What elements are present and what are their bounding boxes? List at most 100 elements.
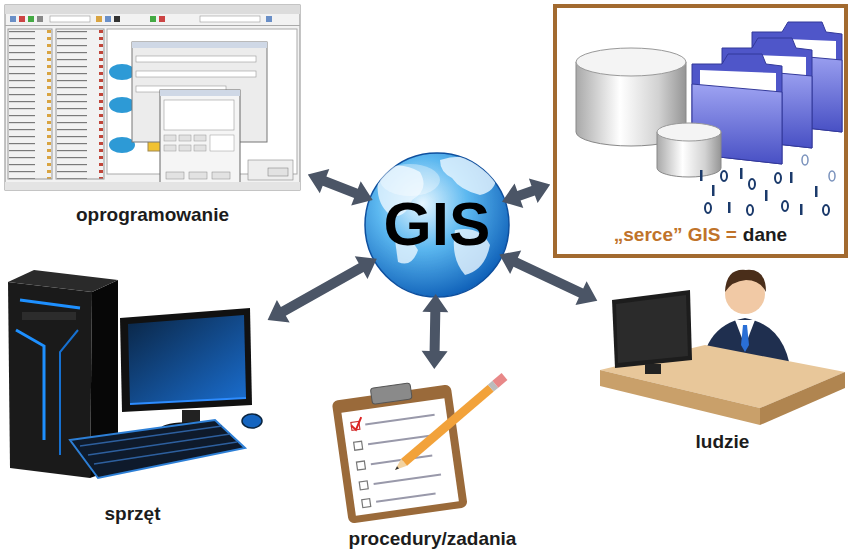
data-icons-part-part bbox=[728, 202, 731, 213]
data-icons-part-part bbox=[765, 190, 768, 201]
people-node: ludzie bbox=[600, 265, 845, 455]
person-illustration-part bbox=[741, 325, 749, 352]
software-screenshot-part bbox=[132, 42, 267, 48]
caption-row: „serce” GIS =dane bbox=[614, 224, 787, 248]
software-screenshot-part bbox=[37, 16, 43, 22]
data-icons-part-part bbox=[700, 170, 703, 181]
double-arrow bbox=[422, 294, 449, 369]
data-icons-part bbox=[705, 171, 829, 215]
software-screenshot-part bbox=[164, 145, 176, 151]
software-screenshot-part bbox=[136, 71, 256, 77]
software-screenshot bbox=[5, 5, 300, 190]
software-screenshot-part bbox=[19, 16, 25, 22]
software-screenshot-part bbox=[179, 145, 191, 151]
procedures-node: procedury/zadania bbox=[320, 372, 545, 552]
software-screenshot-part bbox=[105, 16, 111, 22]
double-arrow bbox=[499, 250, 597, 305]
component-caption: oprogramowanie bbox=[76, 204, 229, 226]
component-caption: „serce” GIS = bbox=[614, 224, 737, 246]
globe-illustration bbox=[365, 153, 509, 297]
clipboard-illustration-part-part bbox=[376, 492, 436, 502]
person-illustration-part bbox=[760, 372, 845, 425]
data-icons bbox=[576, 22, 842, 215]
data-icons-part-part bbox=[815, 186, 818, 197]
caption-row: sprzęt bbox=[105, 503, 161, 527]
software-screenshot-part bbox=[189, 172, 207, 179]
data-icons-part bbox=[802, 155, 835, 181]
software-screenshot-part bbox=[194, 145, 206, 151]
person-illustration-part bbox=[725, 270, 766, 292]
data-icons-part bbox=[576, 48, 686, 76]
software-screenshot-part bbox=[166, 172, 184, 179]
person-illustration-part bbox=[600, 370, 760, 425]
software-screenshot-part bbox=[164, 100, 234, 130]
data-icons-part-part bbox=[749, 179, 755, 189]
data-icons-part bbox=[657, 123, 721, 141]
component-caption: ludzie bbox=[696, 431, 750, 453]
data-icons-part-part bbox=[800, 204, 803, 215]
software-screenshot-part bbox=[5, 25, 300, 26]
software-screenshot-part bbox=[5, 5, 300, 190]
caption-row: oprogramowanie bbox=[76, 204, 229, 228]
software-screenshot-part bbox=[10, 16, 16, 22]
double-arrow bbox=[268, 256, 377, 322]
data-icons-part-part bbox=[712, 185, 715, 196]
clipboard-illustration-part-part bbox=[341, 398, 458, 515]
software-screenshot-part bbox=[5, 5, 300, 14]
data-icons-part bbox=[700, 168, 818, 215]
computer-illustration bbox=[8, 270, 262, 478]
clipboard-illustration-part-part bbox=[356, 461, 365, 470]
computer-illustration-part bbox=[80, 426, 237, 464]
caption-row: GIS bbox=[384, 192, 491, 258]
data-icons-part-part bbox=[747, 205, 753, 215]
globe-illustration-part-part bbox=[440, 157, 496, 195]
globe-title: GIS bbox=[384, 192, 491, 256]
software-screenshot-part bbox=[266, 16, 272, 22]
computer-illustration-part bbox=[128, 315, 246, 404]
software-screenshot-part bbox=[200, 16, 260, 22]
computer-illustration-part bbox=[16, 330, 44, 440]
software-screenshot-part bbox=[160, 90, 240, 185]
software-screenshot-part bbox=[160, 90, 240, 96]
computer-illustration-part bbox=[130, 398, 246, 404]
data-icons-part-part bbox=[721, 171, 727, 181]
data-icons-part-part bbox=[802, 155, 808, 165]
software-screenshot-part bbox=[109, 64, 135, 80]
data-icons-part-part bbox=[740, 168, 743, 179]
computer-illustration-part bbox=[8, 270, 118, 292]
software-screenshot-part bbox=[210, 135, 234, 151]
clipboard-illustration bbox=[331, 373, 508, 524]
hardware-node: sprzęt bbox=[0, 265, 265, 527]
data-icons-part-part bbox=[705, 203, 711, 213]
clipboard-illustration-part-part bbox=[350, 417, 363, 430]
data-icons-part-part bbox=[823, 205, 829, 215]
clipboard-illustration-part bbox=[392, 373, 507, 473]
software-screenshot-part bbox=[132, 42, 267, 142]
computer-illustration-part bbox=[242, 414, 262, 428]
software-screenshot-part bbox=[136, 56, 256, 62]
clipboard-illustration-part-part bbox=[332, 384, 468, 523]
caption-row: ludzie bbox=[696, 431, 750, 455]
double-arrow bbox=[308, 169, 373, 206]
software-screenshot-part bbox=[150, 16, 156, 22]
person-illustration bbox=[600, 270, 845, 425]
software-screenshot-part bbox=[50, 16, 90, 22]
clipboard-illustration-part-part bbox=[401, 385, 494, 466]
computer-illustration-part bbox=[120, 308, 252, 412]
clipboard-illustration-part-part bbox=[492, 373, 507, 388]
clipboard-illustration-part-part bbox=[394, 466, 399, 471]
computer-illustration-part bbox=[70, 420, 245, 478]
computer-illustration-part bbox=[60, 330, 78, 455]
software-screenshot-part bbox=[8, 29, 52, 179]
globe-illustration-part bbox=[378, 157, 496, 275]
computer-illustration-part bbox=[22, 312, 76, 320]
software-screenshot-part bbox=[109, 137, 135, 153]
clipboard-illustration-part-part bbox=[354, 441, 363, 450]
software-screenshot-part bbox=[212, 172, 230, 179]
clipboard-illustration-part-part bbox=[365, 414, 435, 426]
clipboard-illustration-part-part bbox=[359, 481, 368, 490]
gis-globe: GIS bbox=[367, 155, 507, 295]
